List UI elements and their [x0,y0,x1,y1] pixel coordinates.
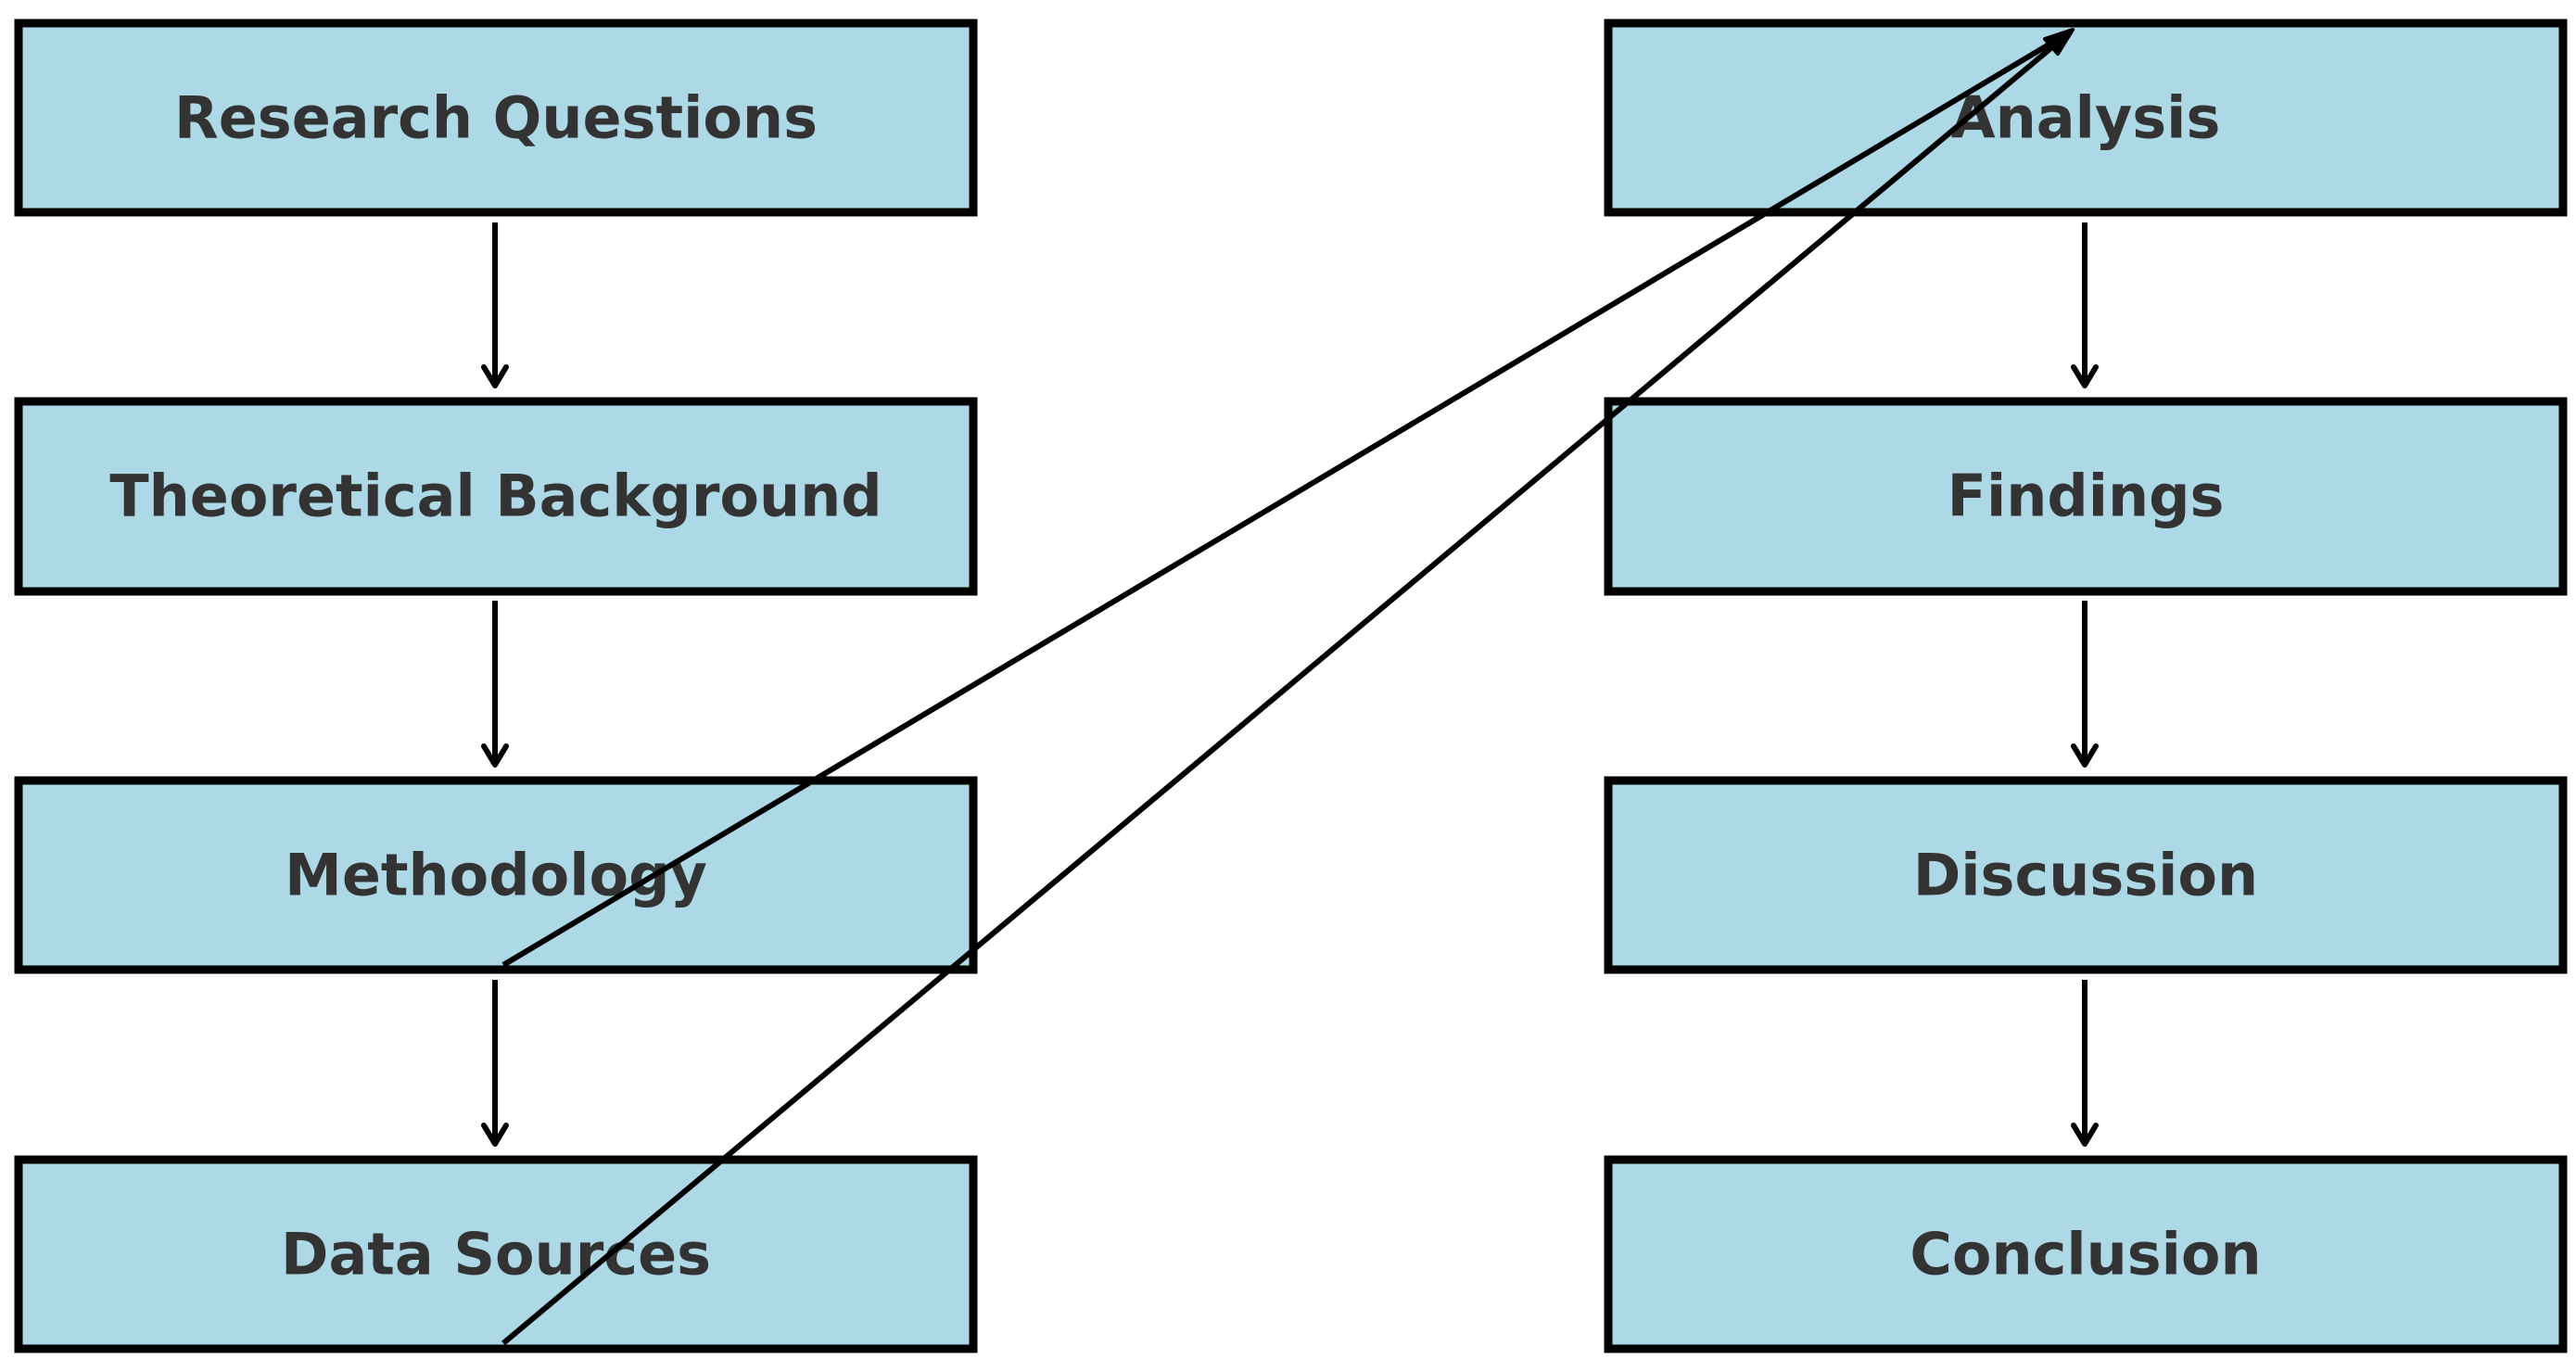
node-methodology: Methodology [14,776,978,974]
arrow-methodology-to-data-sources [481,980,509,1147]
analysis-arrowhead [2043,28,2075,56]
arrow-discussion-to-conclusion [2071,980,2099,1147]
node-label: Data Sources [281,1221,711,1288]
node-analysis: Analysis [1604,19,2568,217]
node-label: Theoretical Background [109,463,882,530]
node-label: Conclusion [1910,1221,2261,1288]
arrow-findings-to-discussion [2071,601,2099,768]
arrow-analysis-to-findings [2071,222,2099,388]
node-label: Findings [1948,463,2225,530]
arrow-methodology-to-analysis [501,29,2073,968]
node-discussion: Discussion [1604,776,2568,974]
node-findings: Findings [1604,397,2568,596]
node-conclusion: Conclusion [1604,1155,2568,1353]
node-label: Analysis [1951,84,2221,152]
arrow-research-to-theoretical [481,222,509,388]
arrow-data-sources-to-analysis [501,29,2073,1346]
node-data-sources: Data Sources [14,1155,978,1353]
node-label: Research Questions [174,84,818,152]
node-theoretical-background: Theoretical Background [14,397,978,596]
node-label: Discussion [1913,842,2258,909]
node-research-questions: Research Questions [14,19,978,217]
node-label: Methodology [285,842,707,909]
arrow-theoretical-to-methodology [481,601,509,768]
